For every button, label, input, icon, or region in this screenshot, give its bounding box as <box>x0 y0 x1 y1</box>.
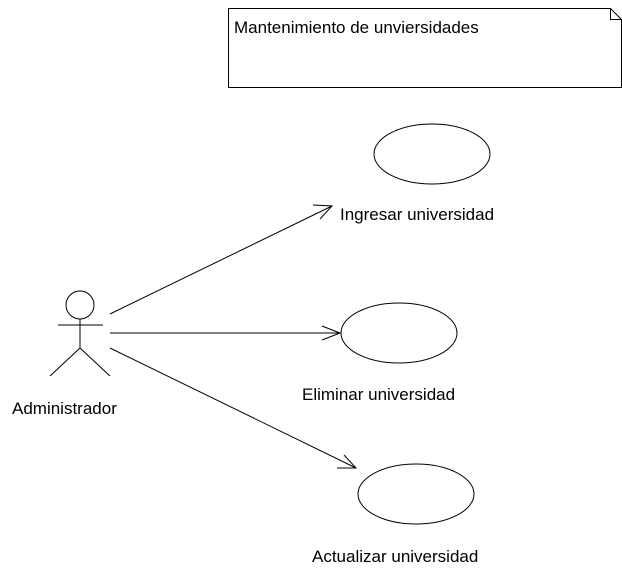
arrowhead-icon <box>321 325 342 341</box>
note[interactable]: Mantenimiento de unviersidades <box>228 8 622 88</box>
actor-name: Administrador <box>12 399 117 418</box>
use-case-ingresar-universidad[interactable]: Ingresar universidad <box>340 123 494 224</box>
association-line <box>109 205 333 315</box>
use-case-ellipse <box>373 123 491 185</box>
use-case-label: Ingresar universidad <box>340 205 494 224</box>
use-case-eliminar-universidad[interactable]: Eliminar universidad <box>302 302 458 404</box>
use-case-label: Actualizar universidad <box>312 547 478 566</box>
use-case-ellipse <box>340 302 458 364</box>
use-case-label: Eliminar universidad <box>302 385 455 404</box>
arrowhead-icon <box>337 454 358 469</box>
actor[interactable]: Administrador <box>12 290 117 418</box>
actor-head-icon <box>65 290 95 320</box>
actor-left-leg <box>49 347 81 377</box>
association-actualizar[interactable] <box>109 347 358 469</box>
actor-right-leg <box>79 347 111 377</box>
association-line <box>109 347 357 469</box>
note-folded-corner-icon <box>610 8 622 20</box>
use-case-ellipse <box>357 463 475 525</box>
association-ingresar[interactable] <box>109 204 334 315</box>
note-text: Mantenimiento de unviersidades <box>234 18 479 37</box>
association-eliminar[interactable] <box>110 325 342 341</box>
use-case-actualizar-universidad[interactable]: Actualizar universidad <box>312 463 478 566</box>
arrowhead-icon <box>312 204 334 220</box>
